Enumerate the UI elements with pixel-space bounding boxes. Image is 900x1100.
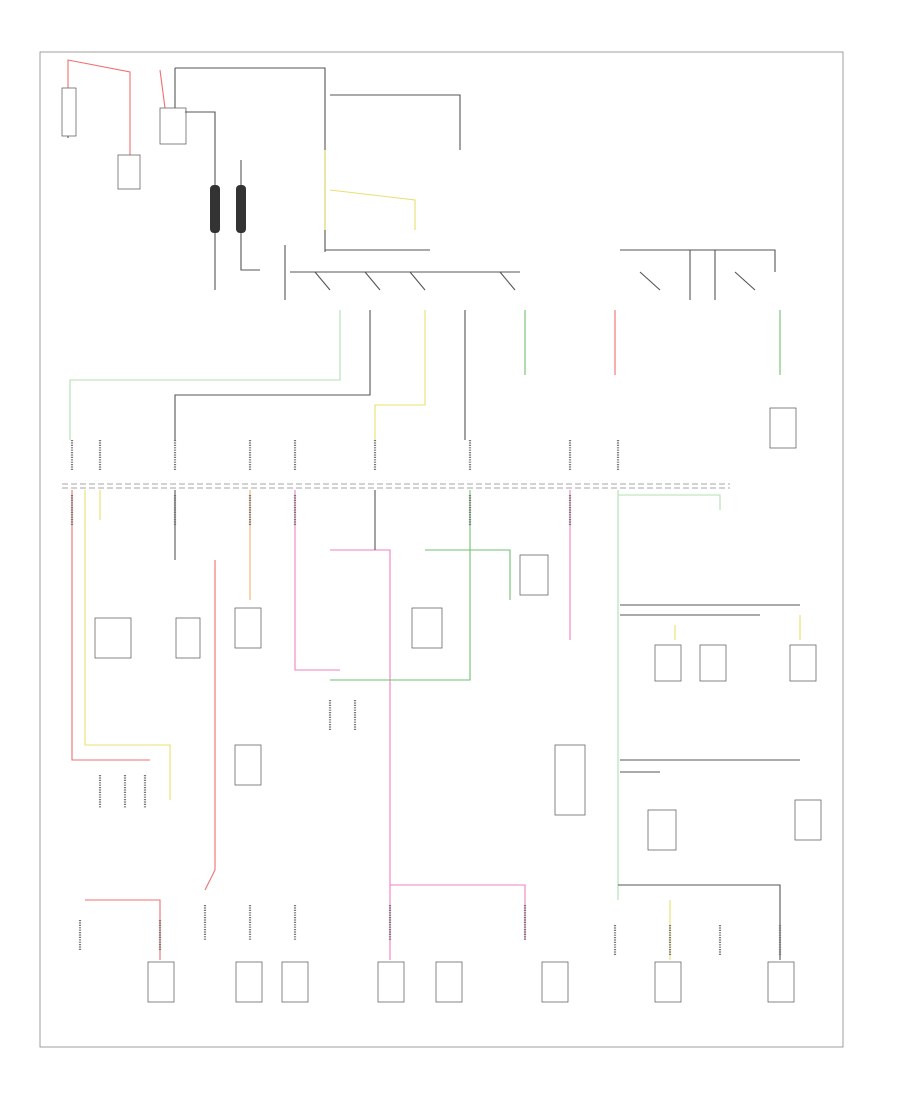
transmission-range-sensor-box: [377, 961, 405, 1003]
fusible-link-1: [210, 185, 220, 233]
ignition-coil-box: [234, 607, 262, 649]
blower-motor-relay-box: [94, 617, 132, 659]
fusible-link-2: [236, 185, 246, 233]
component-boxes: [94, 554, 822, 1003]
starter-motor-box: [117, 154, 141, 190]
battery-symbol: [61, 87, 77, 137]
ignition-switch-group: [290, 94, 776, 300]
fuel-pump-relay-box: [554, 744, 586, 816]
diagram-frame: [39, 51, 844, 1048]
branch-connectors: [70, 495, 782, 955]
fuse-drops: [70, 440, 620, 470]
branch-wiring: [71, 490, 801, 960]
starter-relay-box: [159, 107, 187, 145]
battery-group: [61, 59, 326, 300]
instrument-cluster-box: [769, 407, 797, 449]
heated-oxygen-sensor-box: [147, 961, 175, 1003]
switch-feeds: [69, 310, 797, 449]
engine-control-module-box: [411, 607, 443, 649]
